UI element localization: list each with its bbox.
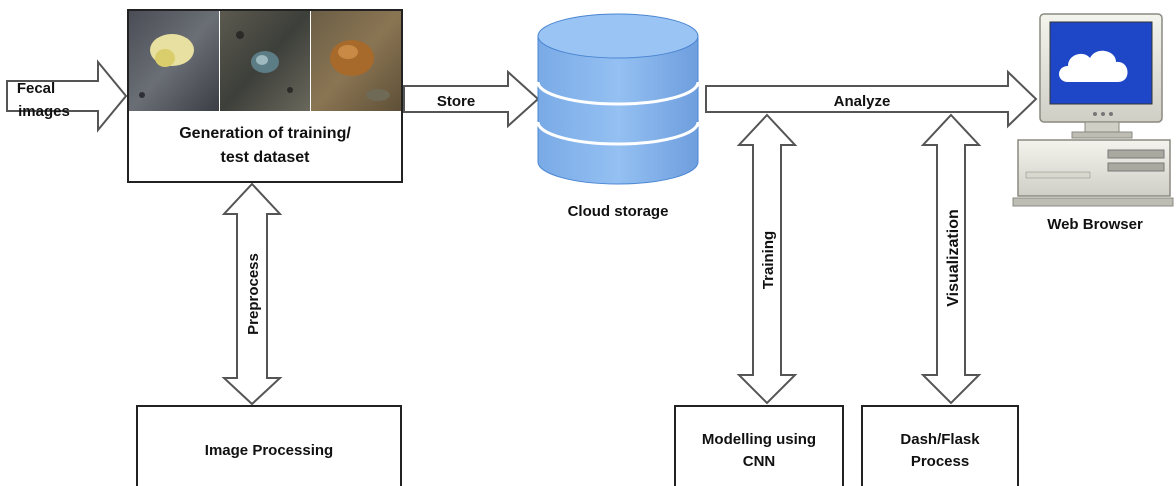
dataset-label-1: Generation of training/ — [179, 125, 351, 142]
image-processing-box: Image Processing — [136, 405, 402, 486]
cloud-storage-cylinder: Cloud storage — [536, 13, 700, 220]
fecal-images-label-1: Fecal — [17, 80, 55, 97]
web-browser-label: Web Browser — [1047, 216, 1143, 233]
dash-flask-label-2: Process — [911, 453, 969, 470]
dataset-label-2: test dataset — [221, 149, 311, 166]
training-label: Training — [760, 231, 777, 289]
fecal-images-label-2: images — [18, 103, 70, 120]
fecal-photo-3 — [311, 11, 401, 111]
image-processing-label: Image Processing — [205, 442, 333, 459]
dash-flask-box: Dash/Flask Process — [861, 405, 1019, 486]
visualization-label: Visualization — [945, 209, 962, 307]
analyze-label: Analyze — [834, 93, 891, 110]
analyze-arrow: Analyze — [705, 69, 1038, 129]
fecal-photo-2 — [220, 11, 310, 111]
fecal-photo-1 — [129, 11, 219, 111]
store-label: Store — [437, 93, 475, 110]
preprocess-arrow: Preprocess — [221, 182, 283, 406]
preprocess-label: Preprocess — [245, 253, 262, 335]
dataset-generation-box: Generation of training/ test dataset — [127, 9, 403, 183]
cloud-storage-label: Cloud storage — [568, 203, 669, 220]
web-browser-computer-icon: Web Browser — [1012, 13, 1174, 233]
fecal-images-arrow: Fecal images — [6, 59, 128, 133]
cloud-icon — [1059, 50, 1128, 82]
modelling-label-1: Modelling using — [702, 431, 816, 448]
dash-flask-label-1: Dash/Flask — [900, 431, 980, 448]
visualization-arrow: Visualization — [920, 113, 982, 405]
training-arrow: Training — [736, 113, 798, 405]
modelling-label-2: CNN — [743, 453, 776, 470]
store-arrow: Store — [403, 69, 540, 129]
modelling-cnn-box: Modelling using CNN — [674, 405, 844, 486]
